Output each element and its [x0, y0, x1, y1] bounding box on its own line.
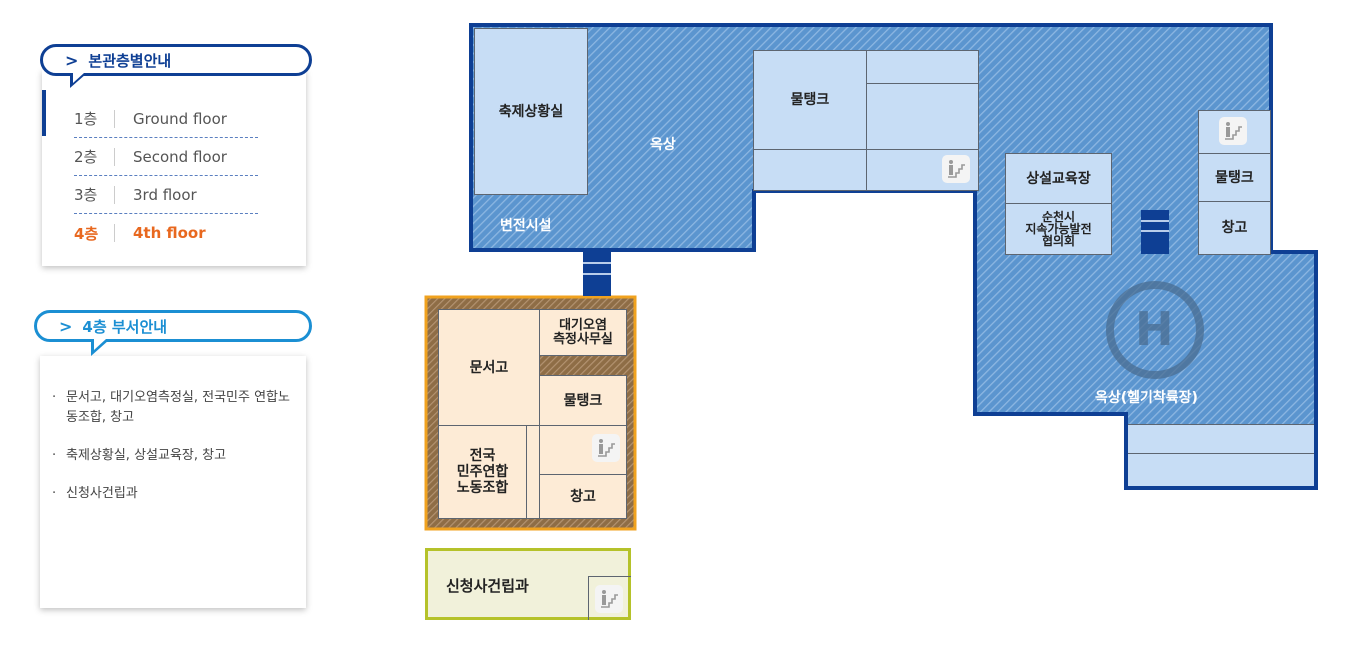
floor-item-1[interactable]: 1층 Ground floor	[74, 100, 258, 138]
room-label: 전국 민주연합 노동조합	[456, 448, 509, 496]
dept-text: 문서고, 대기오염측정실, 전국민주 연합노동조합, 창고	[66, 390, 290, 425]
new-building-box[interactable]: 신청사건립과	[425, 548, 631, 620]
room-union[interactable]: 전국 민주연합 노동조합	[438, 425, 527, 519]
floor-item-3[interactable]: 3층 3rd floor	[74, 176, 258, 214]
bullet: ·	[52, 486, 57, 501]
floor-nav-title: 본관층별안내	[88, 51, 172, 70]
rooftop-area	[469, 23, 1318, 490]
dept-item: · 문서고, 대기오염측정실, 전국민주 연합노동조합, 창고	[52, 388, 302, 428]
floor-list: 1층 Ground floor 2층 Second floor 3층 3rd f…	[74, 100, 258, 252]
divider	[114, 109, 115, 128]
room-label: 축제상황실	[498, 103, 564, 120]
room-blank-4	[1128, 424, 1314, 454]
floor-name: 3rd floor	[133, 185, 197, 204]
room-label: 대기오염 측정사무실	[553, 317, 613, 347]
stair-room-new	[588, 576, 631, 620]
room-label: 문서고	[469, 359, 509, 376]
bubble-tail-inner	[94, 339, 106, 350]
stairs-icon	[595, 585, 623, 613]
floor-item-2[interactable]: 2층 Second floor	[74, 138, 258, 176]
dept-text: 신청사건립과	[66, 486, 138, 501]
room-blank-3	[753, 149, 867, 191]
room-blank-5	[1128, 453, 1314, 486]
room-label: 물탱크	[563, 392, 603, 409]
room-label: 물탱크	[1215, 169, 1254, 186]
dept-info-title-bubble: > 4층 부서안내	[34, 310, 312, 342]
bullet: ·	[52, 390, 57, 405]
helipad-symbol: H	[1135, 302, 1174, 356]
room-festival[interactable]: 축제상황실	[474, 28, 588, 195]
stair-connector	[1141, 210, 1169, 254]
room-education-hall[interactable]: 상설교육장	[1005, 153, 1112, 205]
floor-item-4[interactable]: 4층 4th floor	[74, 224, 206, 243]
label-heliport: 옥상(헬기착륙장)	[1095, 390, 1198, 406]
stair-room-annex	[539, 425, 627, 475]
room-label: 창고	[1221, 220, 1248, 236]
room-label: 창고	[570, 488, 596, 505]
label-rooftop: 옥상	[650, 137, 676, 153]
dept-text: 축제상황실, 상설교육장, 창고	[66, 448, 227, 463]
room-label: 물탱크	[790, 92, 830, 108]
divider	[114, 147, 115, 166]
room-archive[interactable]: 문서고	[438, 309, 540, 426]
floor-name: Second floor	[133, 147, 227, 166]
stairs-icon	[942, 155, 970, 183]
bullet: ·	[52, 448, 57, 463]
dept-info-title: 4층 부서안내	[82, 317, 168, 336]
room-label: 상설교육장	[1026, 171, 1091, 187]
stair-room-2	[1198, 110, 1271, 154]
dept-list: · 문서고, 대기오염측정실, 전국민주 연합노동조합, 창고 · 축제상황실,…	[52, 388, 302, 522]
bubble-tail-inner	[73, 73, 84, 83]
room-label: 순천시 지속가능발전 협의회	[1025, 210, 1092, 248]
floor-nav-panel	[42, 70, 306, 266]
label-substation: 변전시설	[500, 218, 552, 234]
divider	[114, 224, 115, 242]
room-label: 신청사건립과	[446, 577, 529, 595]
room-water-tank-annex[interactable]: 물탱크	[539, 375, 627, 426]
dept-item: · 축제상황실, 상설교육장, 창고	[52, 446, 302, 466]
room-water-tank-2[interactable]: 물탱크	[1198, 153, 1271, 202]
room-storage-annex[interactable]: 창고	[539, 474, 627, 519]
room-storage-main[interactable]: 창고	[1198, 201, 1271, 255]
dept-info-panel	[40, 356, 306, 608]
stairs-icon	[1219, 117, 1247, 145]
bridge-connector	[583, 252, 611, 296]
active-floor-accent	[42, 90, 46, 136]
stairs-icon	[592, 434, 620, 462]
room-air-office[interactable]: 대기오염 측정사무실	[539, 309, 627, 356]
room-corridor	[526, 425, 540, 519]
divider	[114, 185, 115, 204]
stair-room-1	[866, 149, 979, 191]
room-blank-2	[866, 83, 979, 150]
floor-nav-title-bubble: > 본관층별안내	[40, 44, 312, 76]
dept-item: · 신청사건립과	[52, 484, 302, 504]
chevron-right-icon: >	[65, 50, 79, 70]
room-blank-1	[866, 50, 979, 84]
room-council[interactable]: 순천시 지속가능발전 협의회	[1005, 203, 1112, 255]
chevron-right-icon: >	[59, 316, 73, 336]
floor-name: Ground floor	[133, 109, 227, 128]
room-water-tank-1[interactable]: 물탱크	[753, 50, 867, 150]
floor-name: 4th floor	[133, 224, 206, 242]
